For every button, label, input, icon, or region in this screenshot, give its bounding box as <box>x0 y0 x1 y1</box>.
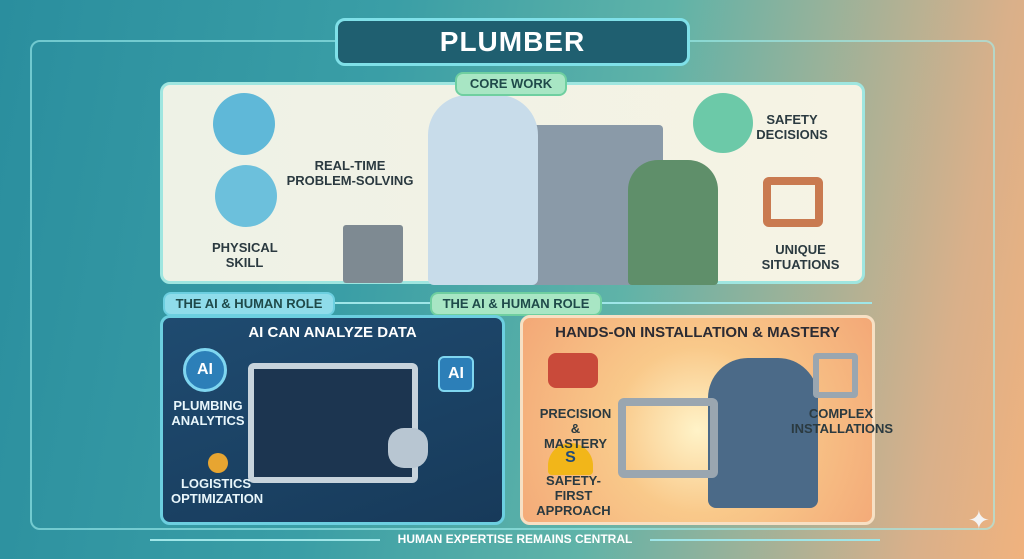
gear-icon <box>208 453 228 473</box>
monitor-analytics-dashboard <box>248 363 418 483</box>
human-panel-heading: HANDS-ON INSTALLATION & MASTERY <box>555 324 840 341</box>
unique-situations: UNIQUE SITUATIONS <box>761 242 840 272</box>
divider-line <box>335 302 430 304</box>
wrench-icon <box>213 93 275 155</box>
safety-first-approach: SAFETY-FIRST APPROACH <box>536 473 611 518</box>
page-title: PLUMBER <box>335 18 690 66</box>
sparkle-icon: ✦ <box>968 505 990 535</box>
core-work-panel <box>160 82 865 285</box>
physical-skill: PHYSICAL SKILL <box>212 240 278 270</box>
bucket-illustration <box>343 225 403 283</box>
role-label-right: THE AI & HUMAN ROLE <box>430 292 602 316</box>
divider-line <box>602 302 872 304</box>
real-time-problem-solving: REAL-TIME PROBLEM-SOLVING <box>286 158 414 188</box>
ladder-worker-icon <box>215 165 277 227</box>
plumber-figure <box>428 95 538 285</box>
ai-panel: AI CAN ANALYZE DATA AI AI PLUMBING ANALY… <box>160 315 505 525</box>
safety-decisions: SAFETY DECISIONS <box>756 112 828 142</box>
ai-panel-heading: AI CAN ANALYZE DATA <box>248 324 417 341</box>
wrench-hand-icon <box>548 353 598 388</box>
pipes-icon <box>763 177 823 227</box>
hard-hat-shield-icon: S <box>548 443 593 475</box>
precision-mastery: PRECISION & MASTERY <box>539 406 612 451</box>
footer-line-left <box>150 539 380 541</box>
pipe-assembly <box>618 398 718 478</box>
footer-line-right <box>650 539 880 541</box>
client-figure <box>628 160 718 285</box>
complex-installations: COMPLEX INSTALLATIONS <box>791 406 894 436</box>
core-work-label: CORE WORK <box>455 72 567 96</box>
human-panel: HANDS-ON INSTALLATION & MASTERY S PRECIS… <box>520 315 893 525</box>
logistics-optimization: LOGISTICS OPTIMIZATION <box>171 476 264 506</box>
complex-pipes-icon <box>813 353 858 398</box>
footer-caption: HUMAN EXPERTISE REMAINS CENTRAL <box>397 532 633 546</box>
ai-gear-icon: AI <box>183 348 227 392</box>
robot-hand-icon <box>388 428 428 468</box>
role-label-left: THE AI & HUMAN ROLE <box>163 292 335 316</box>
plumbing-analytics: PLUMBING ANALYTICS <box>171 398 245 428</box>
safety-shield-icon <box>693 93 753 153</box>
welding-plumber-figure <box>708 358 818 508</box>
ai-chip-icon: AI <box>438 356 474 392</box>
